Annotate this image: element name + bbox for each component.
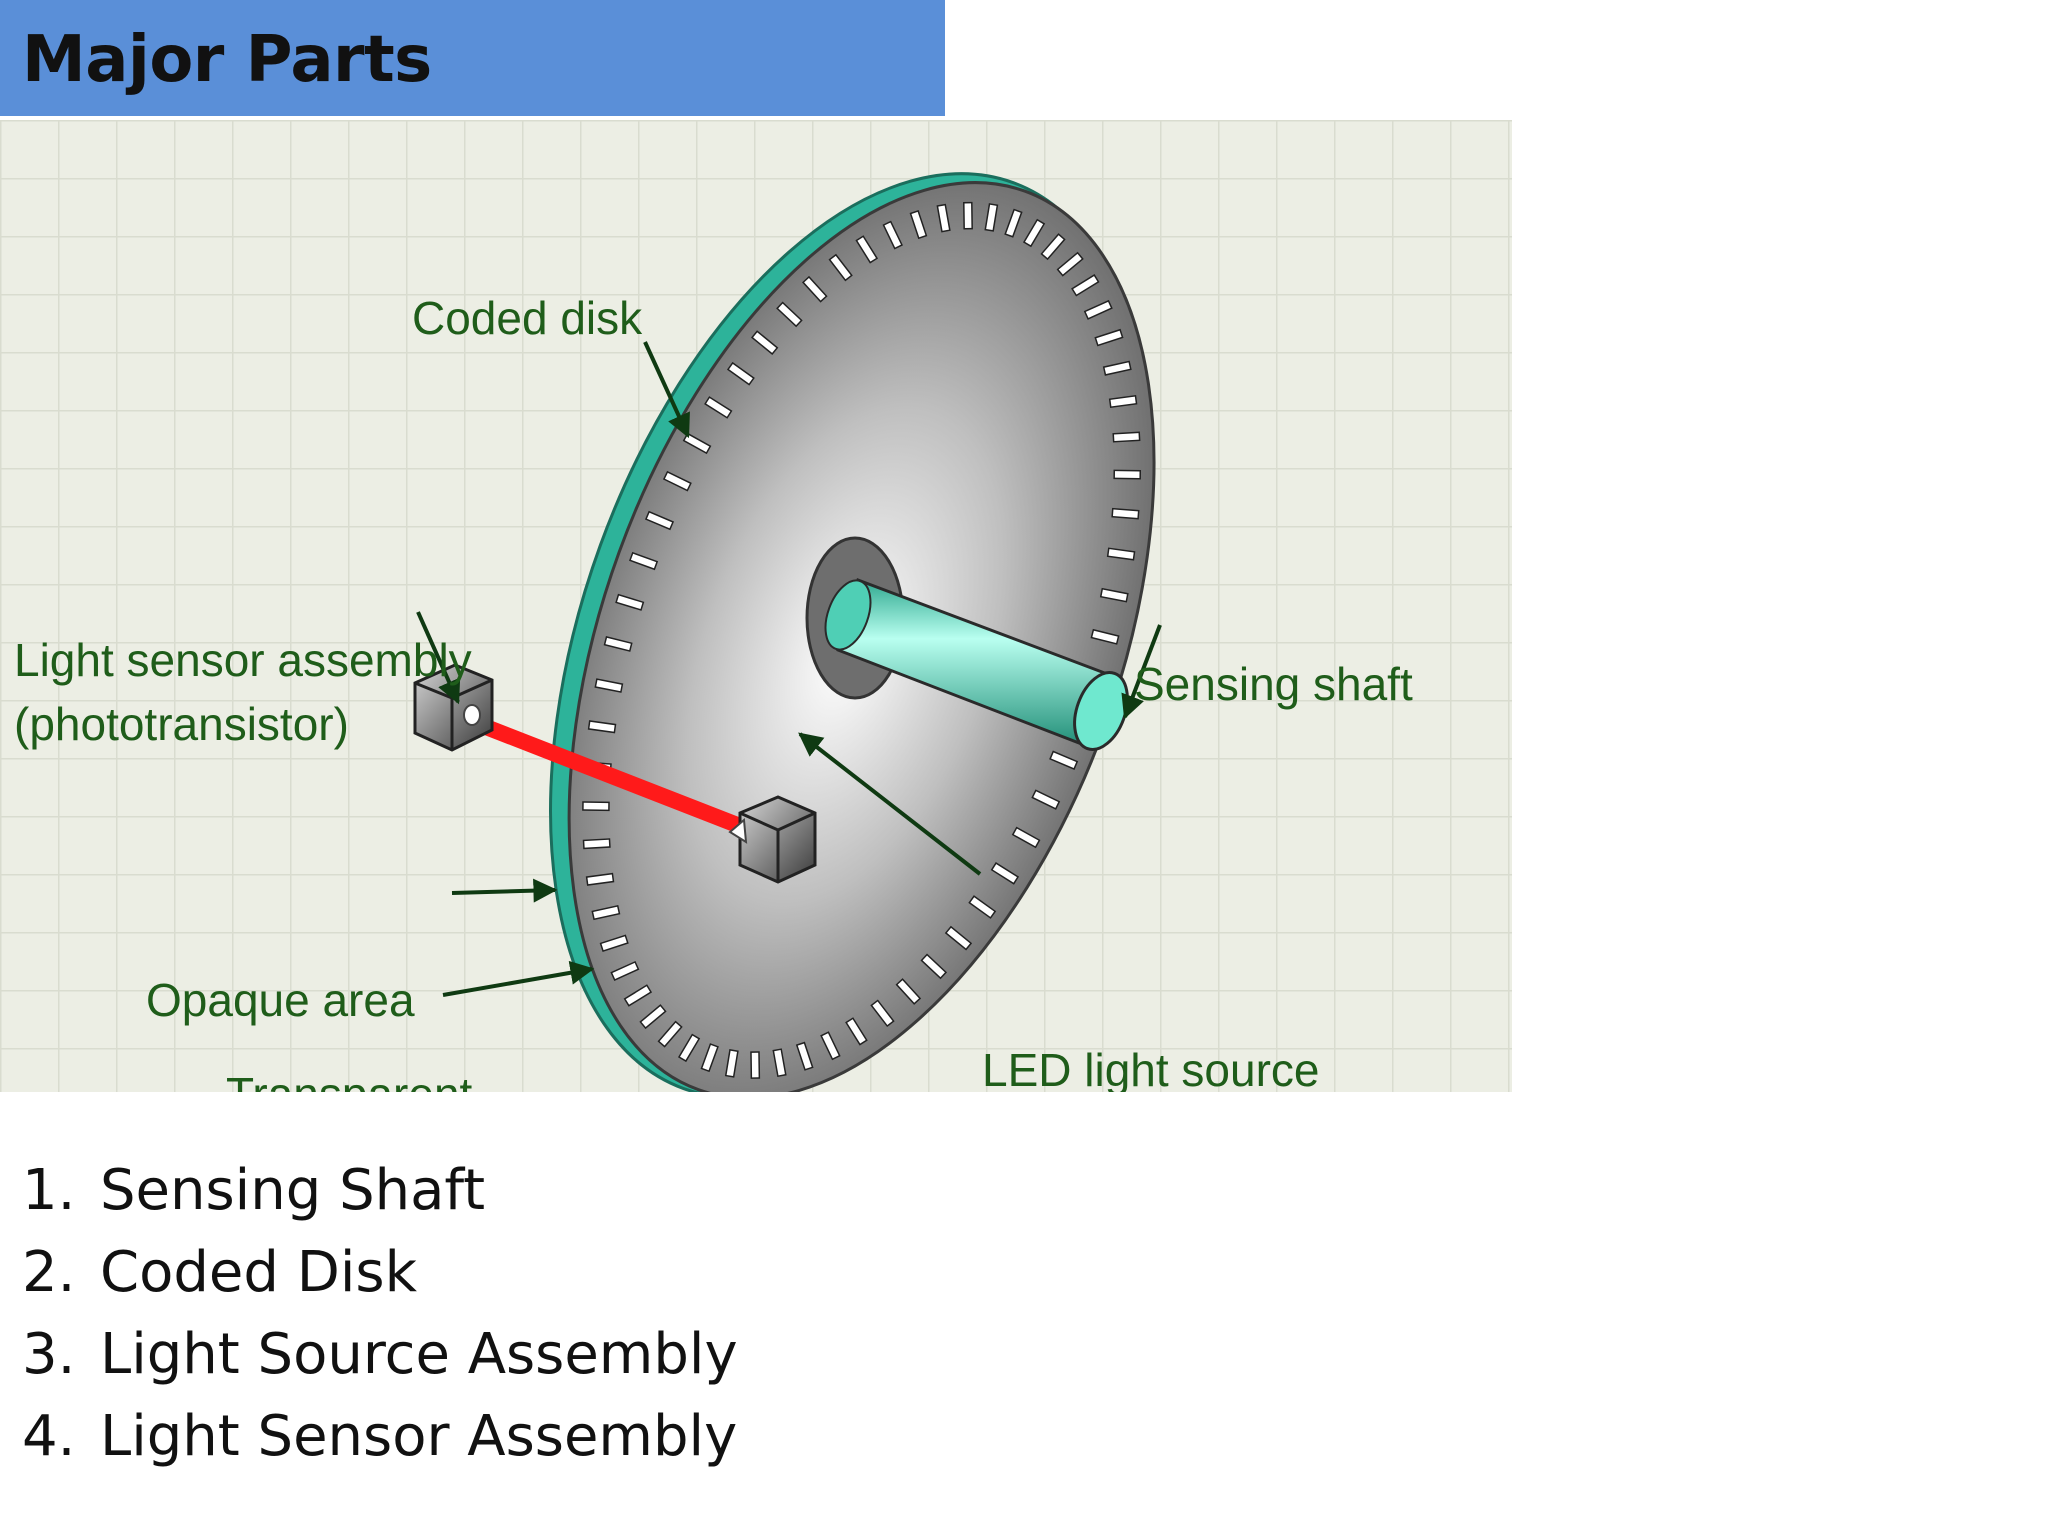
transparent-slot <box>828 253 853 282</box>
list-number: 3. <box>22 1322 76 1387</box>
transparent-slot <box>750 1051 761 1079</box>
transparent-slot <box>1040 233 1066 261</box>
light-sensor-box <box>413 663 494 752</box>
transparent-slot <box>772 1048 787 1078</box>
transparent-slot <box>855 235 879 264</box>
transparent-slot <box>582 801 610 812</box>
transparent-slot <box>594 678 624 693</box>
encoder-diagram: Coded disk Light sensor assembly (photot… <box>0 120 1512 1092</box>
parts-list: 1. Sensing Shaft 2. Coded Disk 3. Light Sou… <box>22 1150 738 1478</box>
transparent-slot <box>591 904 621 921</box>
transparent-slot <box>582 838 611 850</box>
sensing-shaft <box>824 578 1129 751</box>
transparent-slot <box>870 999 895 1028</box>
transparent-slot <box>704 396 733 419</box>
transparent-slot <box>1056 251 1084 277</box>
transparent-slot <box>1011 826 1041 849</box>
transparent-slot <box>990 862 1020 885</box>
transparent-slot <box>700 1043 719 1073</box>
transparent-slot <box>1108 394 1138 409</box>
label-led-1: LED light source <box>982 1044 1320 1092</box>
transparent-slot <box>610 960 640 981</box>
transparent-slot <box>615 593 645 611</box>
transparent-slot <box>802 275 828 303</box>
transparent-slot <box>968 895 997 919</box>
list-item-label: Light Source Assembly <box>100 1322 738 1387</box>
transparent-slot <box>1022 218 1046 248</box>
led-source-box <box>728 795 817 884</box>
transparent-slot <box>1113 469 1142 480</box>
transparent-slot <box>1083 299 1113 320</box>
transparent-slot <box>585 872 615 886</box>
transparent-slot <box>603 636 633 652</box>
list-number: 1. <box>22 1158 76 1223</box>
label-sensing-shaft: Sensing shaft <box>1134 658 1413 710</box>
transparent-slot <box>895 978 922 1005</box>
transparent-slot <box>963 201 973 230</box>
transparent-slot <box>845 1017 868 1046</box>
label-transparent-1: Transparent <box>226 1068 473 1092</box>
list-item-label: Light Sensor Assembly <box>100 1404 738 1469</box>
transparent-slot <box>1112 431 1141 443</box>
label-opaque-area: Opaque area <box>146 974 415 1026</box>
transparent-slot <box>662 470 692 492</box>
list-item-label: Coded Disk <box>100 1240 417 1305</box>
page-title: Major Parts <box>22 23 432 97</box>
transparent-slot <box>677 1033 701 1063</box>
transparent-slot <box>623 984 653 1007</box>
list-item: 2. Coded Disk <box>22 1232 738 1314</box>
transparent-slot <box>1031 789 1061 810</box>
label-light-sensor-1: Light sensor assembly <box>14 634 472 686</box>
transparent-slot <box>920 953 948 980</box>
transparent-slot <box>644 510 675 531</box>
transparent-slot <box>1102 360 1132 376</box>
transparent-slot <box>1004 208 1023 238</box>
transparent-slot <box>1106 547 1136 561</box>
transparent-slot <box>639 1004 667 1030</box>
list-number: 4. <box>22 1404 76 1469</box>
transparent-slot <box>724 1049 739 1078</box>
transparent-slot <box>599 934 629 952</box>
list-number: 2. <box>22 1240 76 1305</box>
transparent-slot <box>726 361 755 386</box>
transparent-slot <box>1090 628 1120 645</box>
transparent-slot <box>820 1031 841 1061</box>
transparent-slot <box>984 203 999 232</box>
title-bar: Major Parts <box>0 0 945 116</box>
transparent-slot <box>776 301 803 328</box>
transparent-slot <box>657 1020 683 1048</box>
transparent-slot <box>936 203 951 233</box>
list-item: 3. Light Source Assembly <box>22 1314 738 1396</box>
transparent-slot <box>909 210 928 240</box>
transparent-slot <box>1049 750 1079 770</box>
transparent-slot <box>1111 507 1140 520</box>
transparent-slot <box>1094 328 1124 347</box>
transparent-slot <box>629 551 659 571</box>
transparent-slots <box>582 201 1142 1079</box>
transparent-slot <box>944 925 973 951</box>
transparent-slot <box>587 720 617 734</box>
transparent-slot <box>751 330 779 355</box>
label-coded-disk: Coded disk <box>412 292 643 344</box>
transparent-slot <box>882 220 903 250</box>
transparent-slot <box>795 1041 814 1071</box>
transparent-slot <box>1071 274 1100 297</box>
list-item-label: Sensing Shaft <box>100 1158 486 1223</box>
leader-arrows <box>416 341 1162 997</box>
label-light-sensor-2: (phototransistor) <box>14 698 349 750</box>
list-item: 1. Sensing Shaft <box>22 1150 738 1232</box>
transparent-slot <box>1099 587 1129 603</box>
light-beam <box>465 712 748 836</box>
list-item: 4. Light Sensor Assembly <box>22 1396 738 1478</box>
